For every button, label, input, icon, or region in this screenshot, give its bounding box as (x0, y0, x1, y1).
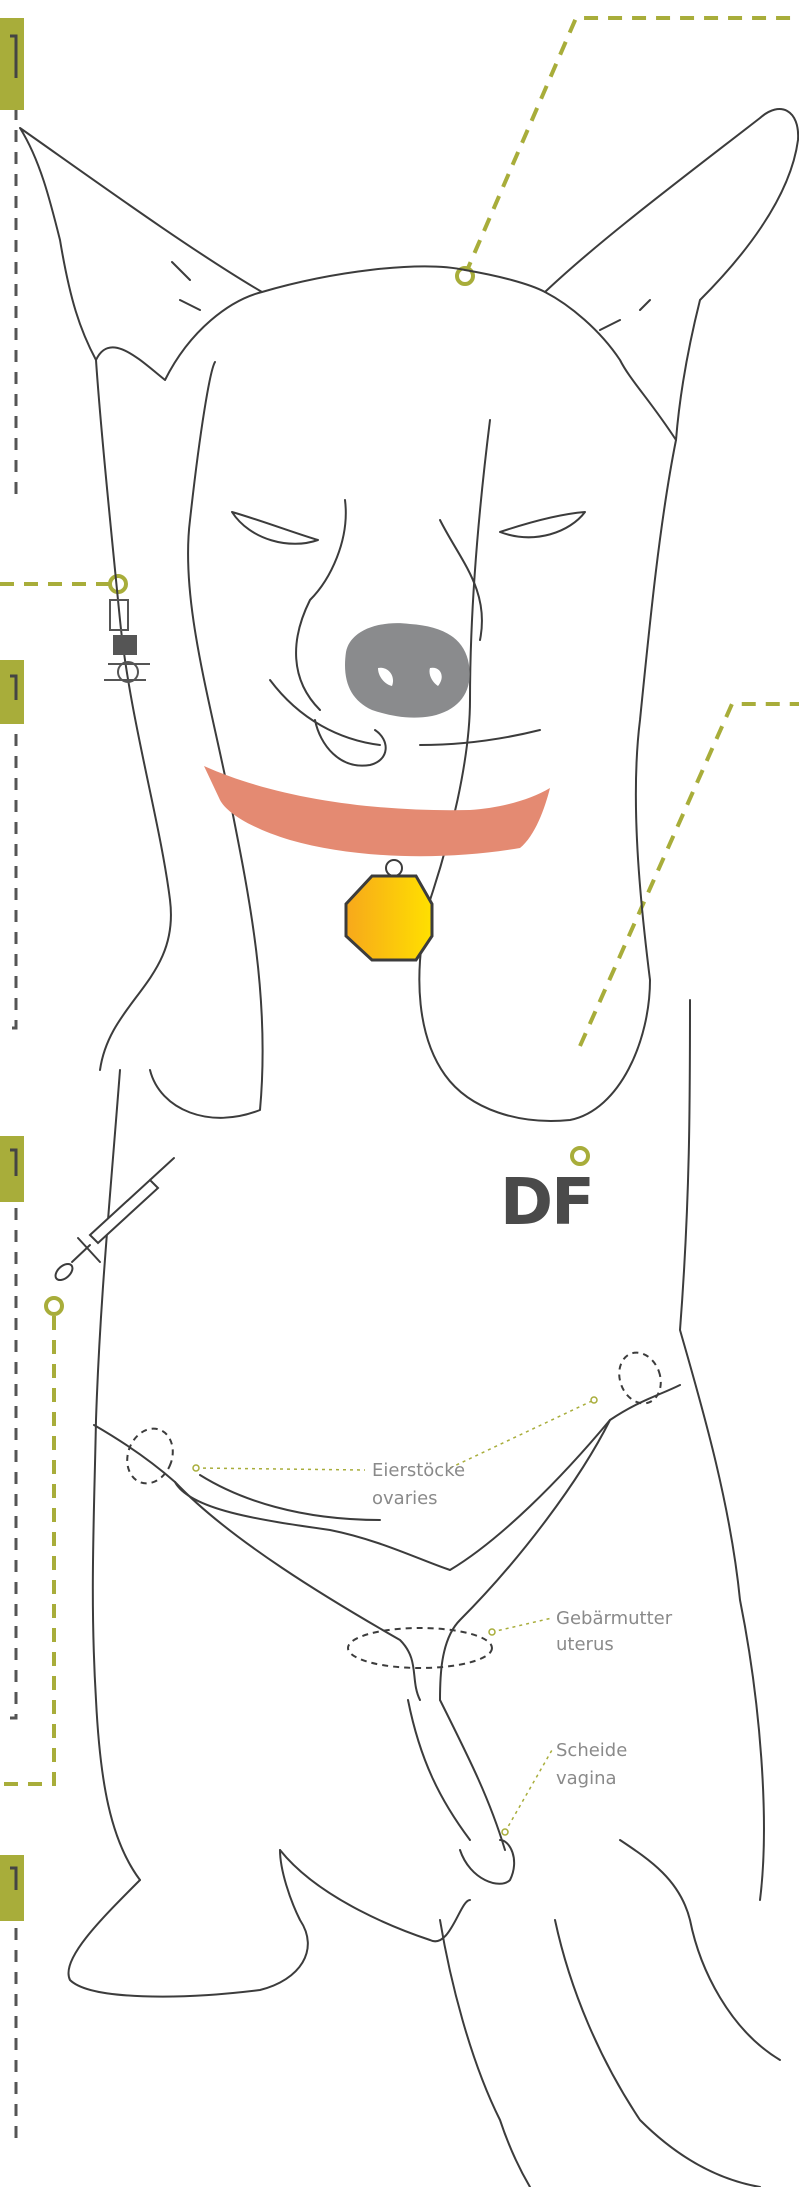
bracket-tabs (0, 18, 24, 1921)
guide-dots (46, 268, 588, 1314)
right-ear (545, 109, 798, 440)
body-right (680, 1000, 764, 1900)
left-arm (96, 360, 171, 1070)
brand-mark: DF (500, 1166, 593, 1240)
body-left (93, 1070, 140, 1880)
dog-tag-icon (346, 876, 432, 960)
nose (345, 623, 470, 717)
left-ear (20, 128, 262, 380)
right-arm (419, 420, 676, 1121)
label-ovaries-de: Eierstöcke (372, 1460, 465, 1481)
label-ovaries-en: ovaries (372, 1488, 438, 1509)
syringe-icon (53, 1158, 174, 1283)
label-uterus-en: uterus (556, 1634, 614, 1655)
label-vagina-de: Scheide (556, 1740, 627, 1761)
dog-outline (20, 109, 798, 2187)
label-uterus-de: Gebärmutter (556, 1608, 673, 1629)
collar (204, 766, 550, 856)
label-vagina-en: vagina (556, 1768, 617, 1789)
side-brackets (10, 42, 16, 2140)
